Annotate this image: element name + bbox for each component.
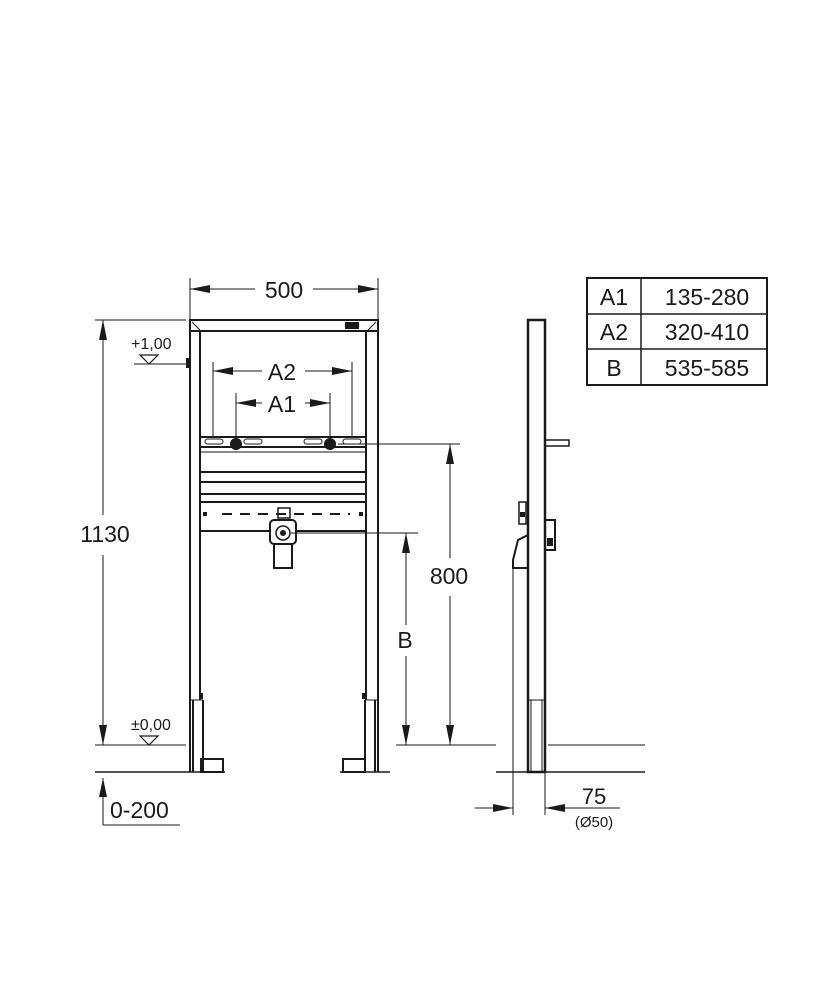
b-dimension: B xyxy=(291,532,418,745)
height-800-dimension: 800 xyxy=(338,443,468,745)
height-dimension: 1130 xyxy=(80,319,186,745)
table-value-b: 535-585 xyxy=(665,355,749,381)
pipe-diameter-label: (Ø50) xyxy=(575,814,613,831)
level-bottom-label: ±0,00 xyxy=(131,717,171,734)
front-view: 500 xyxy=(80,277,496,826)
level-top-marker: +1,00 xyxy=(131,336,186,365)
b-label: B xyxy=(397,627,412,653)
depth-label: 75 xyxy=(582,784,606,809)
left-post xyxy=(186,320,224,773)
a1-label: A1 xyxy=(268,391,296,417)
table-key-b: B xyxy=(606,355,621,381)
side-view xyxy=(496,318,645,815)
level-top-label: +1,00 xyxy=(131,336,172,353)
depth-dimension: 75 (Ø50) xyxy=(475,784,620,831)
table-value-a2: 320-410 xyxy=(665,319,749,345)
width-label: 500 xyxy=(265,277,303,303)
drain-fitting xyxy=(269,507,297,569)
dimension-table: A1 135-280 A2 320-410 B 535-585 xyxy=(586,277,768,386)
level-bottom-marker: ±0,00 xyxy=(95,717,186,746)
middle-panel xyxy=(200,471,366,532)
a2-label: A2 xyxy=(268,359,296,385)
floor-adjust-dimension: 0-200 xyxy=(99,778,180,826)
table-value-a1: 135-280 xyxy=(665,284,749,310)
height-800-label: 800 xyxy=(430,563,468,589)
table-key-a1: A1 xyxy=(600,284,628,310)
height-label: 1130 xyxy=(80,521,129,547)
table-key-a2: A2 xyxy=(600,319,628,345)
a1-dimension: A1 xyxy=(235,391,331,440)
frame-top xyxy=(189,319,379,332)
floor-adjust-label: 0-200 xyxy=(110,797,169,823)
a2-dimension: A2 xyxy=(212,359,353,438)
right-post xyxy=(342,320,379,773)
mounting-rail xyxy=(199,436,367,453)
width-dimension: 500 xyxy=(189,277,379,320)
